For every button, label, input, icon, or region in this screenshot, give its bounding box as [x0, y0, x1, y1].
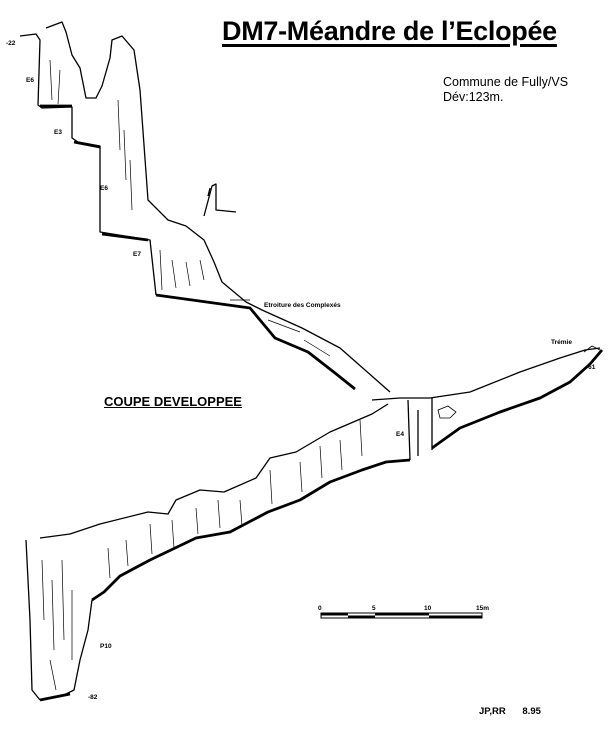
upper-shaft-hatching — [49, 59, 331, 357]
commune-label: Commune de Fully/VS — [443, 75, 569, 89]
scale-tick-0: 0 — [318, 605, 322, 612]
development-label: Dév:123m. — [443, 90, 504, 104]
e4-label: E4 — [396, 431, 404, 438]
lower-gallery-hatching — [107, 419, 363, 579]
depth-bottom-label: -82 — [88, 694, 98, 701]
scale-tick-10: 10 — [424, 605, 432, 612]
upper-shaft-left-wall — [19, 33, 157, 296]
scale-tick-15m: 15m — [476, 605, 489, 612]
bottom-shaft-right-wall — [61, 599, 93, 697]
e3-label: E3 — [54, 129, 62, 136]
scale-bar-segment-4 — [429, 615, 482, 618]
bottom-shaft-hatching — [41, 559, 73, 691]
scale-bar-segment-1 — [321, 613, 348, 616]
lower-gallery-upper-wall — [39, 403, 389, 539]
depth-right-label: -61 — [586, 364, 596, 371]
tremie-blocks — [437, 345, 601, 419]
upper-shaft-floor — [40, 104, 356, 391]
p10-label: P10 — [100, 643, 112, 650]
scale-bar: 0 5 10 15m — [318, 605, 489, 619]
side-branch — [203, 183, 237, 217]
e7-label: E7 — [133, 251, 141, 258]
right-gallery-floor — [431, 349, 604, 450]
bottom-shaft-floor — [39, 692, 71, 702]
right-gallery-inner-wall — [407, 398, 433, 461]
credits-label: JP,RR 8.95 — [479, 706, 541, 717]
tremie-label: Trémie — [551, 339, 572, 346]
scale-tick-5: 5 — [372, 605, 376, 612]
bottom-shaft-left-wall — [25, 539, 41, 701]
section-label: COUPE DEVELOPPEE — [104, 394, 242, 409]
etroiture-label: Etroiture des Complexés — [264, 302, 341, 309]
page-title: DM7-Méandre de l’Eclopée — [222, 16, 557, 46]
e6-lower-label: E6 — [100, 185, 108, 192]
depth-top-label: -22 — [6, 40, 16, 47]
lower-gallery-floor — [91, 458, 411, 602]
scale-bar-segment-2 — [348, 615, 375, 618]
upper-shaft-right-wall — [45, 21, 391, 393]
e6-upper-label: E6 — [26, 77, 34, 84]
scale-bar-segment-3 — [375, 613, 429, 616]
right-gallery-upper-wall — [371, 347, 601, 401]
